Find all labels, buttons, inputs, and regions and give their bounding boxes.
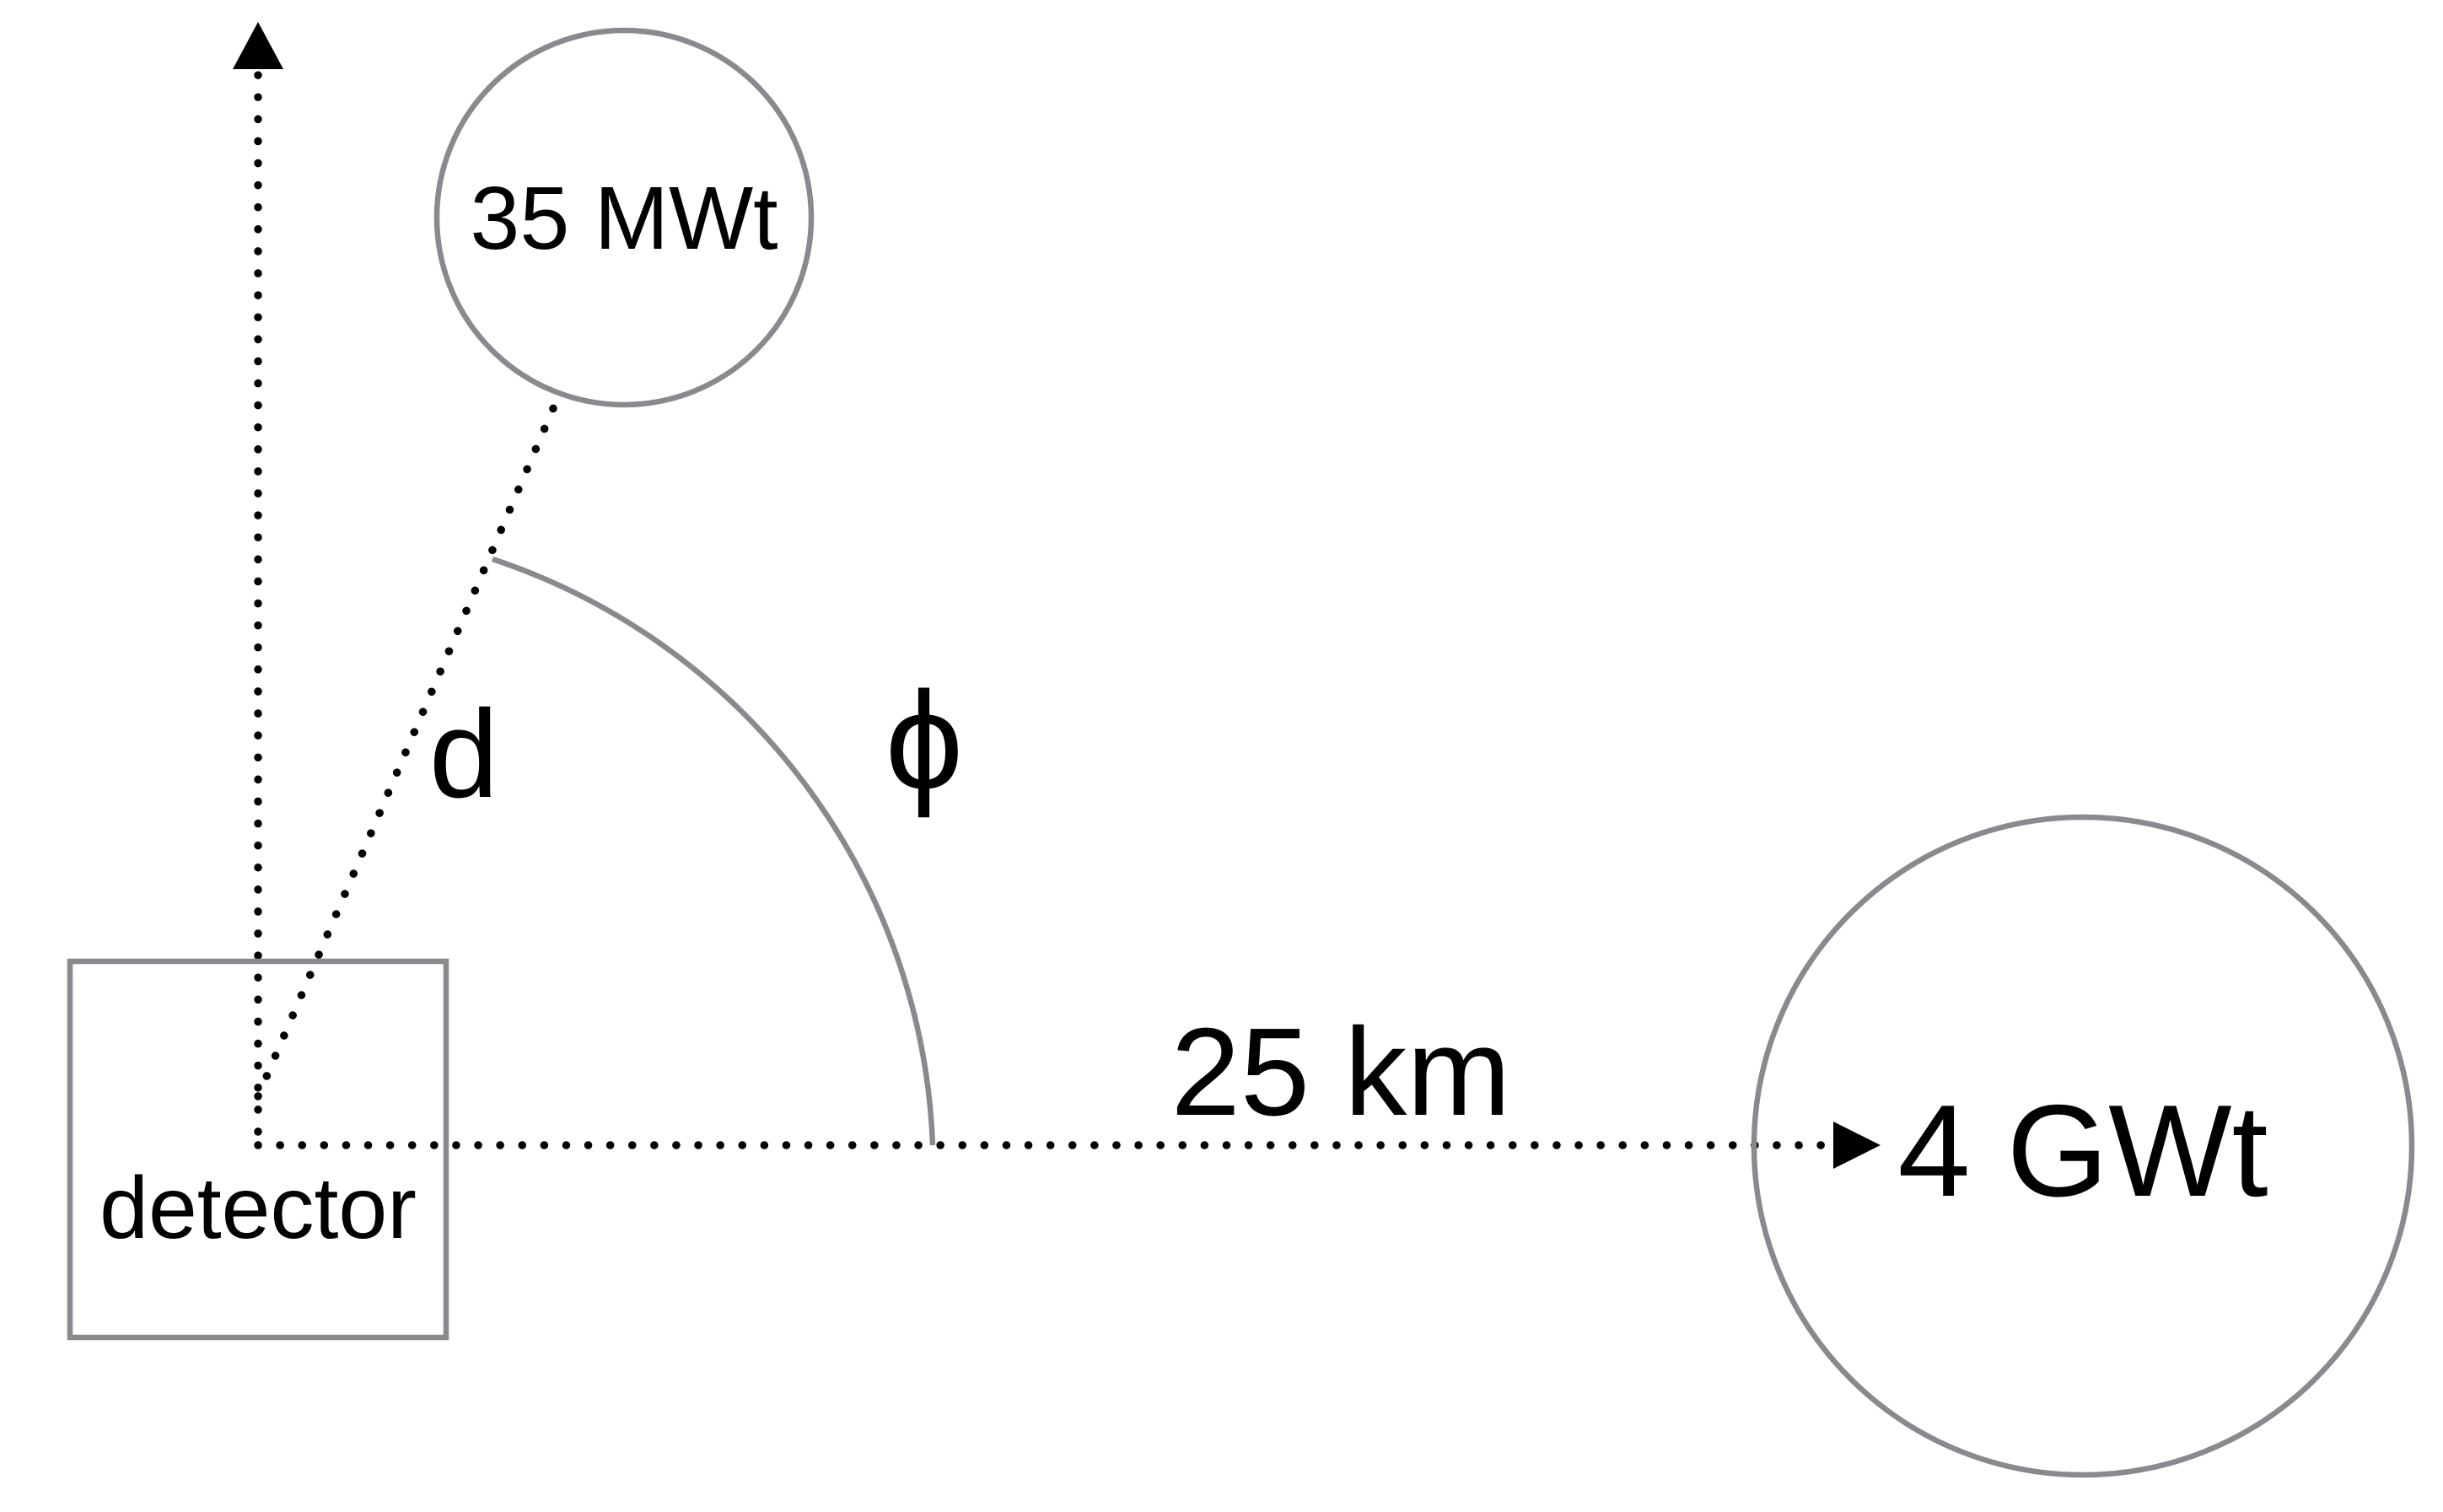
detector-box: [67, 958, 449, 1341]
baseline-d-line: [254, 396, 561, 1100]
angle-phi-arc: [491, 556, 936, 1146]
large-reactor-circle: [1751, 814, 2415, 1478]
distance-label: 25 km: [1170, 1003, 1510, 1142]
baseline-d-label: d: [429, 685, 498, 824]
large-reactor-label: 4 GWt: [1897, 1078, 2268, 1224]
angle-phi-label: ϕ: [885, 663, 963, 818]
small-reactor-label: 35 MWt: [470, 169, 778, 268]
distance-arrowhead: [1833, 1122, 1881, 1169]
vertical-axis-arrowhead: [233, 22, 283, 69]
small-reactor-circle: [433, 27, 815, 408]
detector-label: detector: [100, 1160, 417, 1257]
